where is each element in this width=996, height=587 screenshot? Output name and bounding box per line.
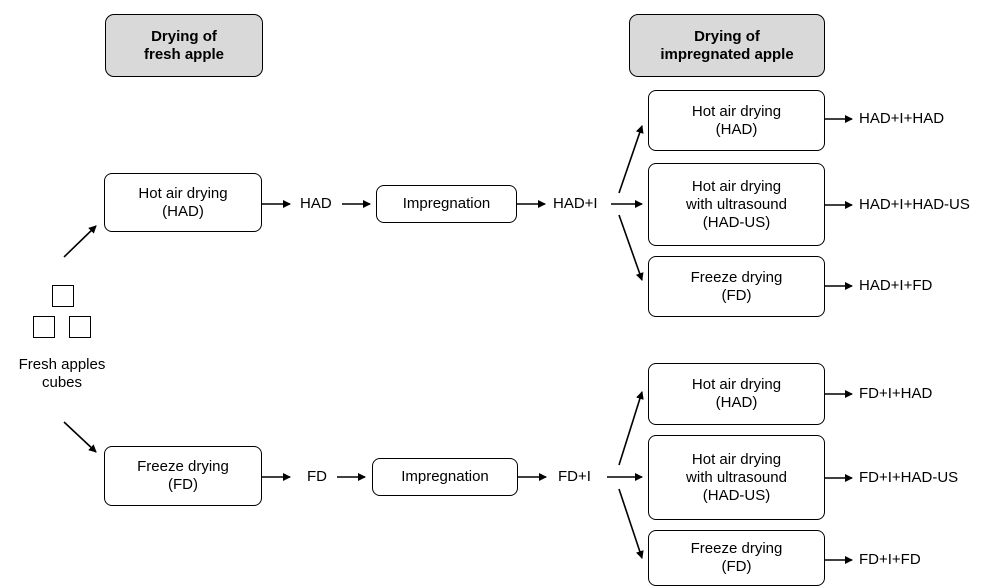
top-second-had-us-line1: Hot air drying (691, 177, 782, 195)
header-impregnated-apple: Drying of impregnated apple (629, 14, 825, 77)
bottom-freeze-drying-box: Freeze drying (FD) (104, 446, 262, 506)
bottom-impregnation-box: Impregnation (372, 458, 518, 496)
bottom-second-had-us-line1: Hot air drying (691, 450, 782, 468)
bottom-second-had-line2: (HAD) (715, 394, 758, 411)
arrow-fd-i-to-fd (618, 488, 644, 559)
top-second-fd-line1: Freeze drying (690, 268, 783, 286)
top-second-had-us-box: Hot air drying with ultrasound (HAD-US) (648, 163, 825, 246)
apple-cube-icon (69, 316, 91, 338)
top-second-had-us-line2: with ultrasound (686, 195, 787, 213)
bottom-second-had-box: Hot air drying (HAD) (648, 363, 825, 425)
top-second-had-us-line3: (HAD-US) (702, 213, 771, 231)
top-second-had-line2: (HAD) (715, 120, 758, 138)
bottom-method-line2: (FD) (168, 476, 198, 493)
bottom-second-had-us-line3: (HAD-US) (702, 486, 771, 504)
arrow-had-i-to-had (618, 125, 644, 194)
bottom-result-had-us: FD+I+HAD-US (859, 469, 959, 486)
header-impregnated-line1: Drying of (694, 27, 760, 45)
bottom-result-had: FD+I+HAD (859, 385, 933, 402)
top-result-had-us: HAD+I+HAD-US (859, 196, 970, 213)
top-method-line1: Hot air drying (138, 184, 228, 202)
bottom-second-fd-box: Freeze drying (FD) (648, 530, 825, 586)
bottom-method-line1: Freeze drying (137, 458, 229, 475)
top-hot-air-drying-box: Hot air drying (HAD) (104, 173, 262, 232)
fresh-apples-line1: Fresh apples (18, 356, 106, 373)
top-impregnated-product-label: HAD+I (553, 195, 598, 212)
bottom-result-fd: FD+I+FD (859, 551, 921, 568)
top-impregnation-label: Impregnation (402, 195, 491, 212)
arrow-had-i-to-fd (618, 214, 644, 281)
top-product-label: HAD (300, 195, 332, 212)
header-fresh-line1: Drying of (151, 27, 217, 45)
arrow-fd-i-to-had (618, 391, 644, 466)
top-result-fd: HAD+I+FD (859, 277, 933, 294)
header-fresh-line2: fresh apple (143, 45, 225, 63)
bottom-second-fd-line2: (FD) (721, 558, 752, 575)
arrow-start-to-had (63, 225, 97, 258)
top-method-line2: (HAD) (162, 202, 204, 220)
bottom-second-had-us-box: Hot air drying with ultrasound (HAD-US) (648, 435, 825, 520)
fresh-apples-line2: cubes (41, 374, 83, 391)
bottom-second-had-line1: Hot air drying (691, 376, 782, 393)
header-fresh-apple: Drying of fresh apple (105, 14, 263, 77)
bottom-product-label: FD (307, 468, 327, 485)
header-impregnated-line2: impregnated apple (660, 45, 794, 63)
bottom-impregnated-product-label: FD+I (558, 468, 591, 485)
bottom-second-had-us-line2: with ultrasound (686, 468, 787, 486)
top-result-had: HAD+I+HAD (859, 110, 945, 127)
arrow-start-to-fd (63, 421, 97, 453)
apple-cube-icon (33, 316, 55, 338)
fresh-apples-label: Fresh apples cubes (0, 356, 124, 392)
top-second-had-box: Hot air drying (HAD) (648, 90, 825, 151)
bottom-impregnation-label: Impregnation (401, 468, 489, 485)
top-second-had-line1: Hot air drying (691, 102, 782, 120)
bottom-second-fd-line1: Freeze drying (690, 540, 783, 557)
top-second-fd-line2: (FD) (721, 286, 752, 304)
apple-cube-icon (52, 285, 74, 307)
top-impregnation-box: Impregnation (376, 185, 517, 223)
top-second-fd-box: Freeze drying (FD) (648, 256, 825, 317)
